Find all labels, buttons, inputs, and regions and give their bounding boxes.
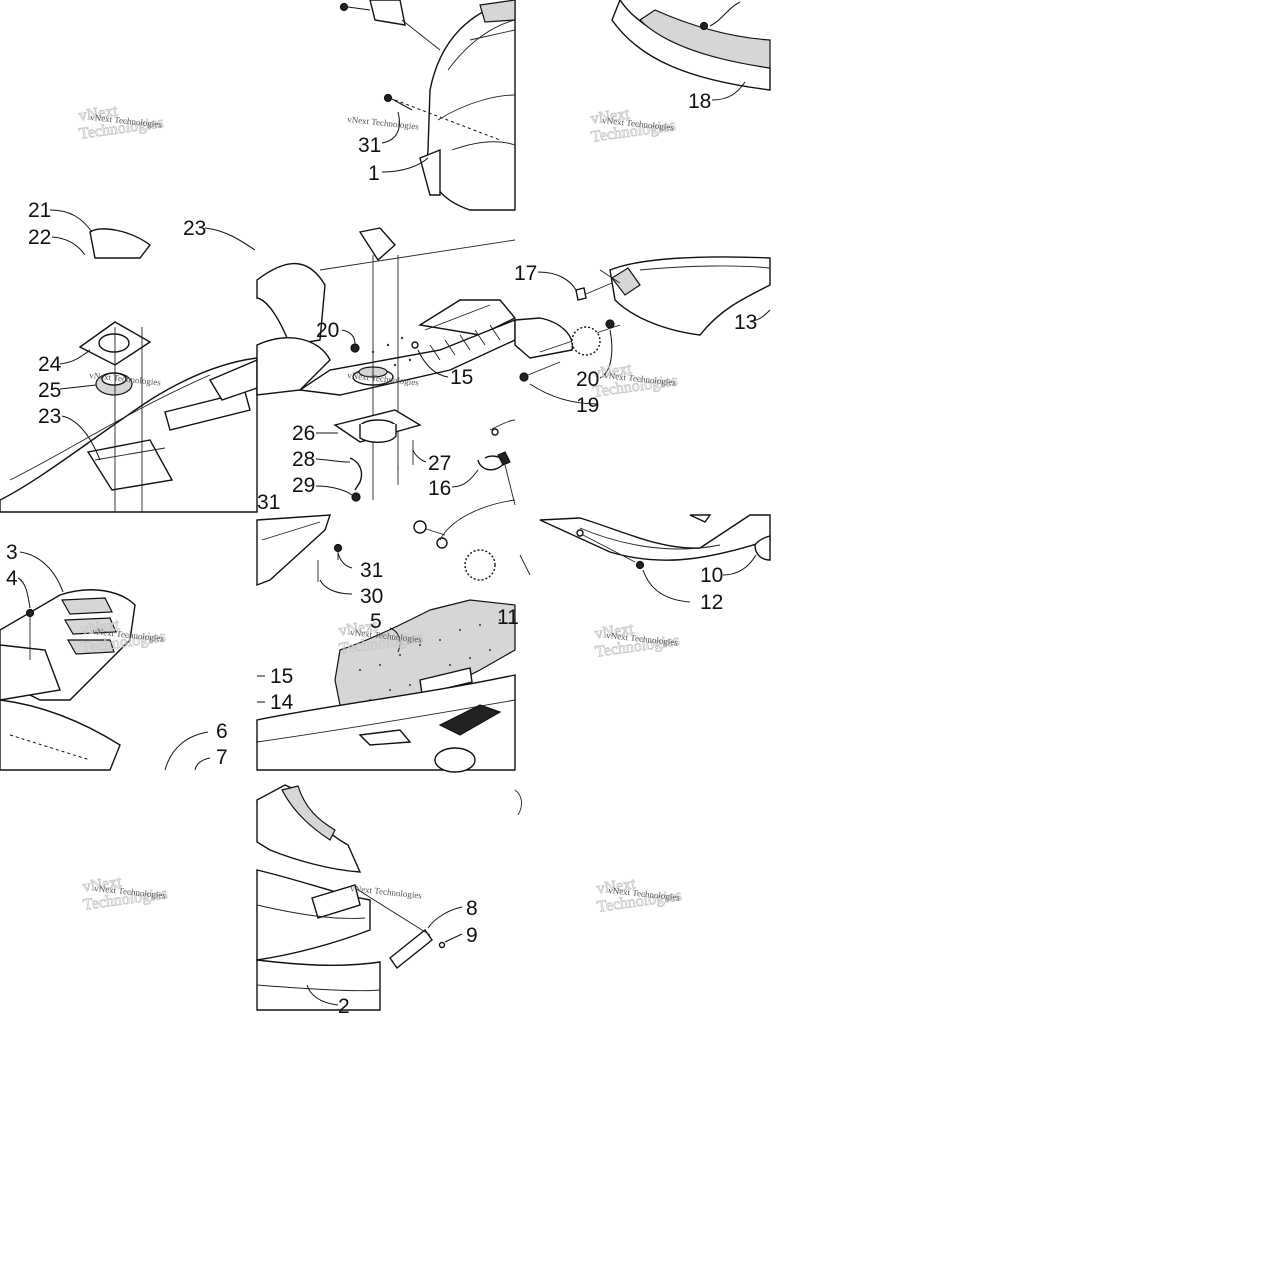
callout-15: 15 [450, 366, 473, 389]
bolt-icon [351, 492, 361, 502]
callout-29: 29 [292, 474, 315, 497]
screw-icon [635, 560, 645, 570]
callout-13: 13 [734, 311, 757, 334]
callout-6: 6 [216, 720, 228, 743]
screw-icon [339, 2, 349, 12]
svg-text:vNext: vNext [592, 360, 634, 382]
callout-2: 2 [338, 995, 350, 1018]
svg-text:vNext: vNext [78, 102, 120, 124]
callout-16: 16 [428, 477, 451, 500]
callout-23: 23 [38, 405, 61, 428]
svg-text:vNext: vNext [80, 616, 122, 638]
callout-25: 25 [38, 379, 61, 402]
tile-bumper [611, 0, 771, 101]
callout-31: 31 [257, 491, 280, 514]
svg-text:vNext: vNext [590, 105, 632, 127]
callout-7: 7 [216, 746, 228, 769]
callout-11: 11 [497, 606, 519, 629]
watermark-text: vNext Technologies [347, 114, 420, 132]
svg-text:vNext: vNext [594, 620, 636, 642]
watermarks: vNext Technologies vNext Technologies vN… [77, 102, 683, 916]
tile-side-panel [514, 256, 771, 405]
callout-22: 22 [28, 226, 51, 249]
screw-icon [383, 93, 393, 103]
svg-text:vNext: vNext [82, 873, 124, 895]
callout-23: 23 [183, 217, 206, 240]
callout-8: 8 [466, 897, 478, 920]
callout-14: 14 [270, 691, 294, 714]
tile-center-tunnel [256, 227, 517, 506]
callout-1: 1 [368, 162, 380, 185]
callout-21: 21 [28, 199, 51, 222]
callout-30: 30 [360, 585, 383, 608]
callout-27: 27 [428, 452, 451, 475]
tile-grille [0, 551, 211, 771]
tile-fender [256, 499, 516, 773]
callout-4: 4 [6, 567, 18, 590]
nut-icon [605, 319, 615, 329]
tile-seat-side [256, 784, 522, 1011]
screw-icon [25, 608, 35, 618]
svg-text:vNext: vNext [596, 875, 638, 897]
nut-icon [350, 343, 360, 353]
callout-20: 20 [576, 368, 599, 391]
callout-31: 31 [360, 559, 383, 582]
callout-19: 19 [576, 394, 599, 417]
callout-labels: 31 1 18 21 22 23 24 25 23 20 15 26 28 27… [6, 90, 757, 1018]
callout-5: 5 [370, 610, 382, 633]
callout-20: 20 [316, 319, 339, 342]
svg-text:vNext: vNext [338, 617, 380, 639]
callout-17: 17 [514, 262, 537, 285]
tile-rear-trim [519, 514, 771, 603]
callout-18: 18 [688, 90, 711, 113]
screw-icon [519, 372, 529, 382]
screw-icon [699, 21, 709, 31]
callout-15: 15 [270, 665, 293, 688]
callout-9: 9 [466, 924, 478, 947]
callout-24: 24 [38, 353, 62, 376]
callout-10: 10 [700, 564, 723, 587]
callout-26: 26 [292, 422, 315, 445]
screw-icon [333, 543, 343, 553]
callout-31: 31 [358, 134, 381, 157]
callout-3: 3 [6, 541, 18, 564]
tile-tunnel-top [0, 209, 258, 513]
callout-28: 28 [292, 448, 315, 471]
tile-hood-panel [339, 0, 516, 211]
callout-12: 12 [700, 591, 723, 614]
